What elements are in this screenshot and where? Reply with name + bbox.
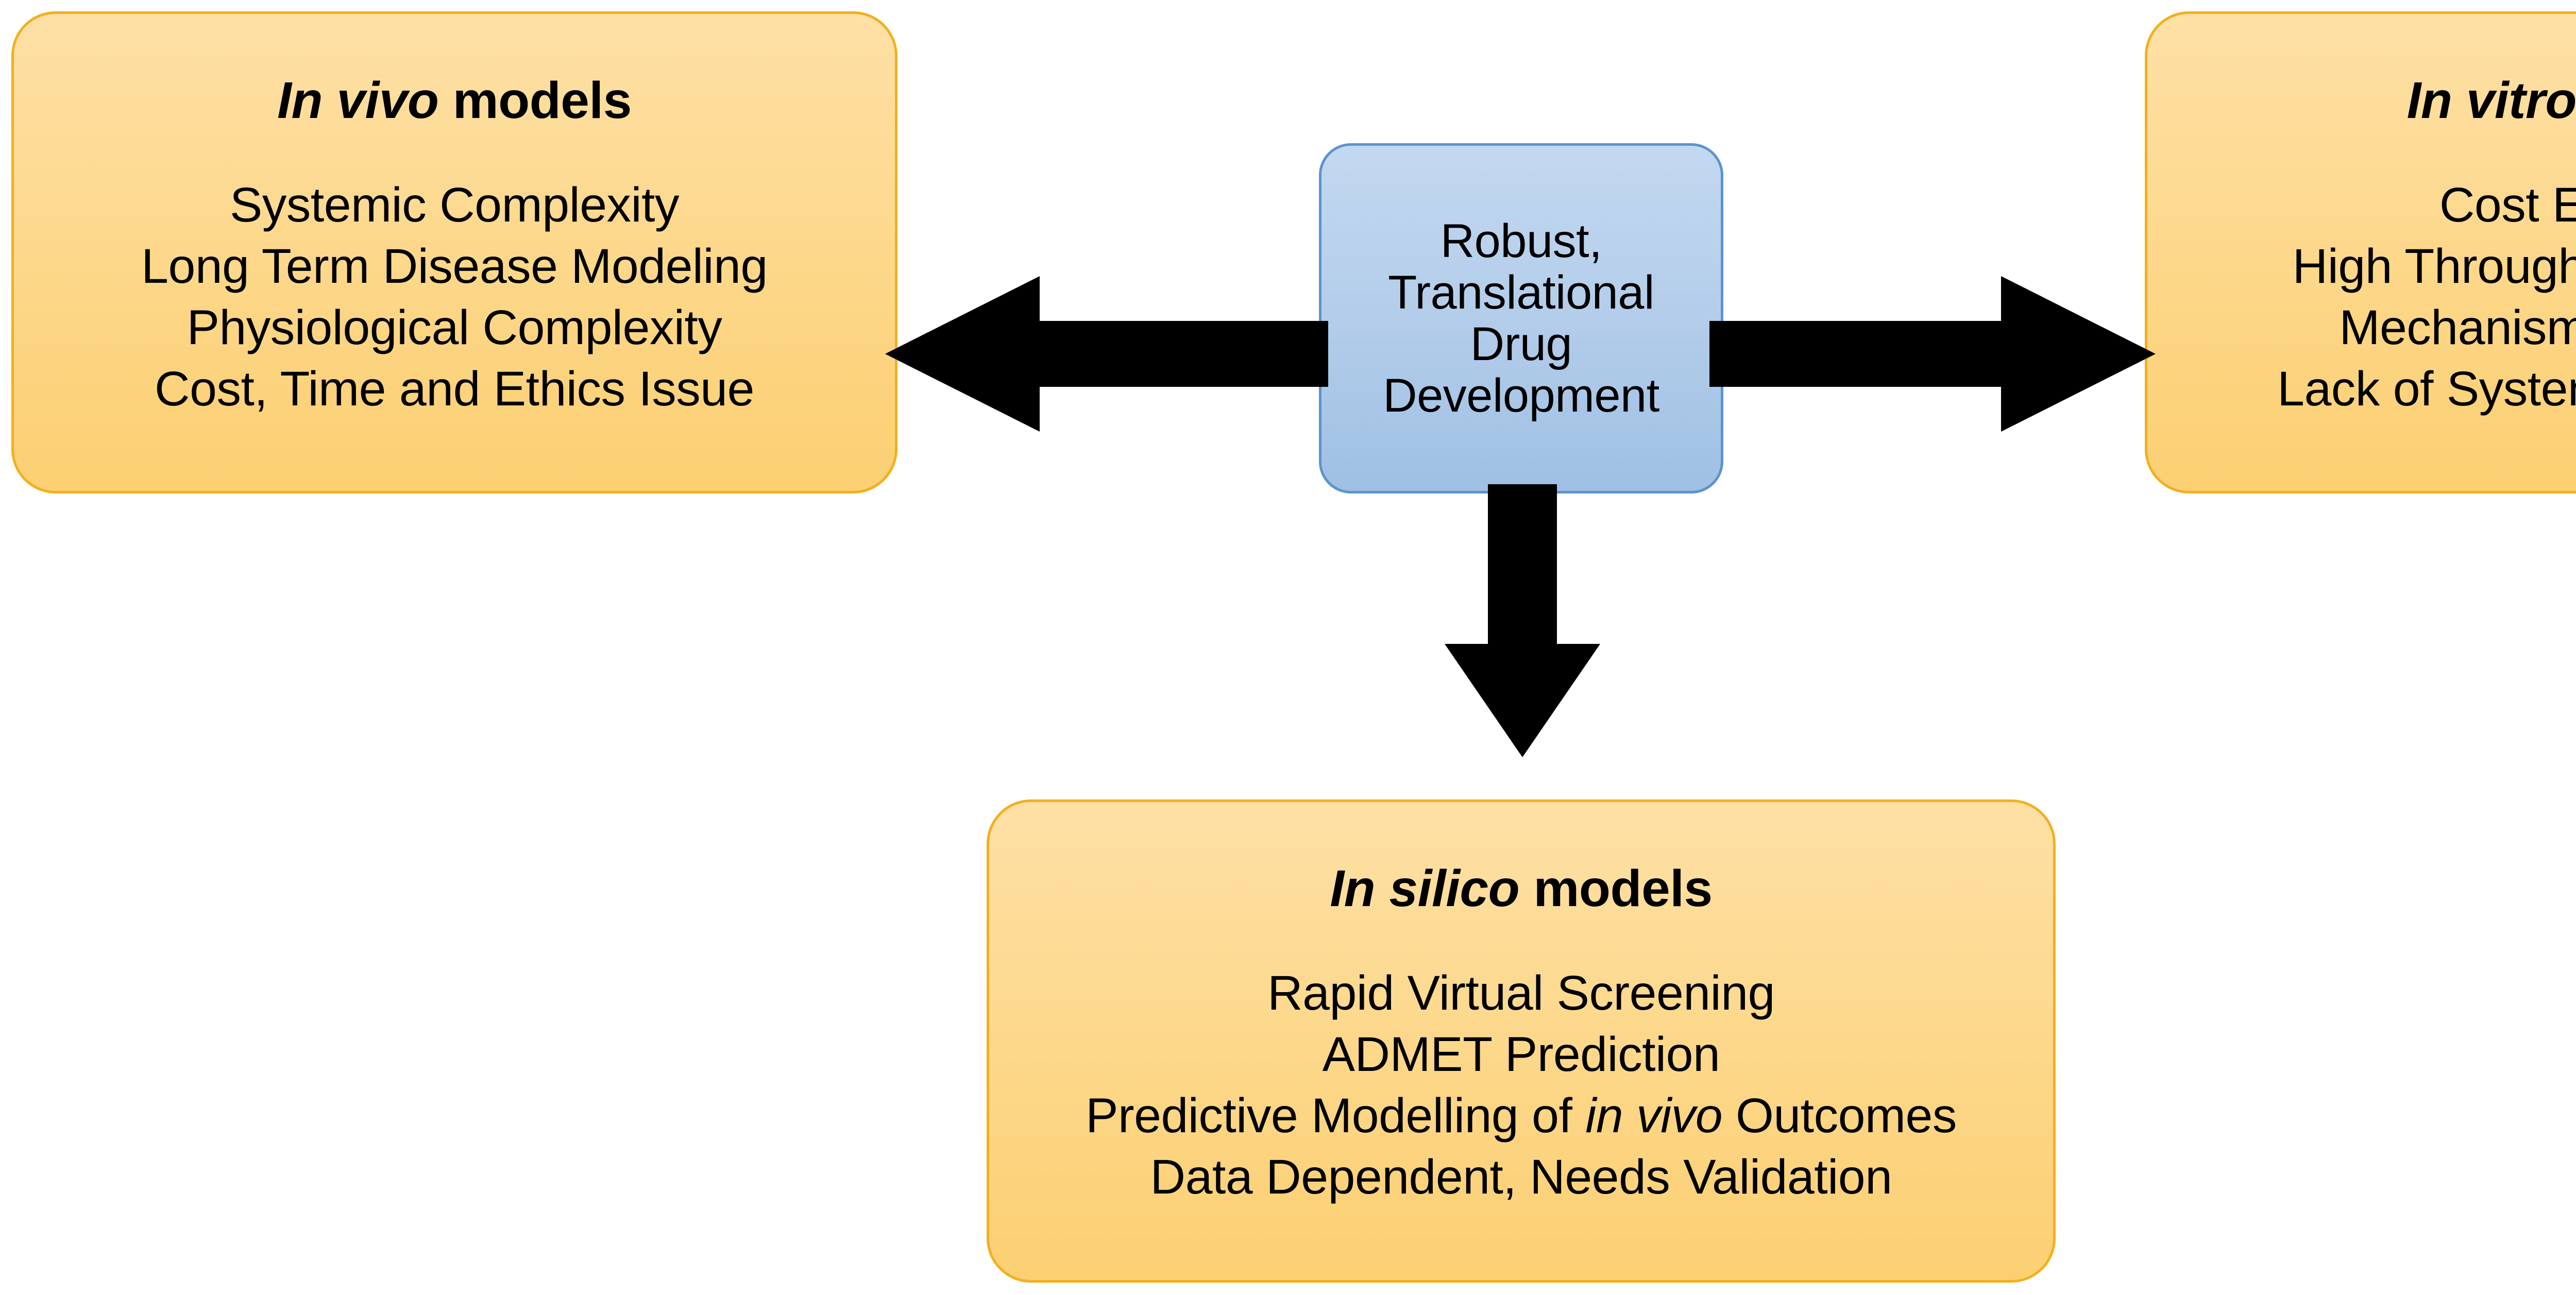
- node-in-silico-features: Rapid Virtual Screening ADMET Prediction…: [1086, 963, 1957, 1208]
- feature-item: Data Dependent, Needs Validation: [1150, 1150, 1892, 1204]
- arrow-right-icon: [1709, 268, 2156, 438]
- feature-item: Mechanism Elucidation: [2339, 300, 2576, 355]
- node-robust-translational-drug-development[interactable]: Robust, Translational Drug Development: [1319, 143, 1723, 493]
- feature-item-predictive-modelling: Predictive Modelling of in vivo Outcomes: [1086, 1085, 1957, 1147]
- node-in-vivo-title: In vivo models: [277, 75, 632, 126]
- node-in-silico-title-italic: In silico: [1330, 860, 1520, 917]
- center-line: Translational: [1388, 266, 1654, 319]
- node-in-vivo-title-rest: models: [438, 72, 632, 129]
- feature-text-before: Predictive Modelling of: [1086, 1088, 1586, 1143]
- node-in-silico-models[interactable]: In silico models Rapid Virtual Screening…: [987, 799, 2056, 1283]
- center-line: Development: [1383, 369, 1659, 422]
- feature-text-italic: in vivo: [1585, 1088, 1723, 1143]
- node-in-vivo-features: Systemic Complexity Long Term Disease Mo…: [141, 175, 768, 420]
- feature-item: Physiological Complexity: [187, 300, 722, 355]
- node-in-vitro-title-italic: In vitro: [2406, 72, 2576, 129]
- node-in-vitro-features: Cost Effective High Throughput Screening…: [2277, 175, 2576, 420]
- feature-item: Cost Effective: [2439, 178, 2576, 232]
- feature-item: Rapid Virtual Screening: [1267, 966, 1775, 1020]
- node-in-vivo-models[interactable]: In vivo models Systemic Complexity Long …: [11, 11, 897, 493]
- feature-item: Cost, Time and Ethics Issue: [155, 362, 754, 416]
- node-in-silico-title: In silico models: [1330, 860, 1713, 917]
- feature-item: Long Term Disease Modeling: [141, 239, 768, 294]
- node-in-vivo-title-italic: In vivo: [277, 72, 439, 129]
- feature-item: ADMET Prediction: [1322, 1027, 1720, 1082]
- center-node-lines: Robust, Translational Drug Development: [1383, 215, 1659, 421]
- node-in-vitro-models[interactable]: In vitro models Cost Effective High Thro…: [2145, 11, 2576, 493]
- arrow-left-icon: [885, 268, 1328, 438]
- node-in-silico-title-rest: models: [1519, 860, 1713, 917]
- center-line: Drug: [1470, 318, 1572, 370]
- center-line: Robust,: [1440, 215, 1602, 267]
- feature-item: Systemic Complexity: [229, 178, 680, 232]
- feature-item: High Throughput Screening: [2292, 239, 2576, 294]
- feature-text-after: Outcomes: [1722, 1088, 1957, 1143]
- feature-item: Lack of Systemic Responses: [2277, 362, 2576, 416]
- node-in-vitro-title: In vitro models: [2407, 75, 2576, 126]
- arrow-down-icon: [1430, 484, 1615, 757]
